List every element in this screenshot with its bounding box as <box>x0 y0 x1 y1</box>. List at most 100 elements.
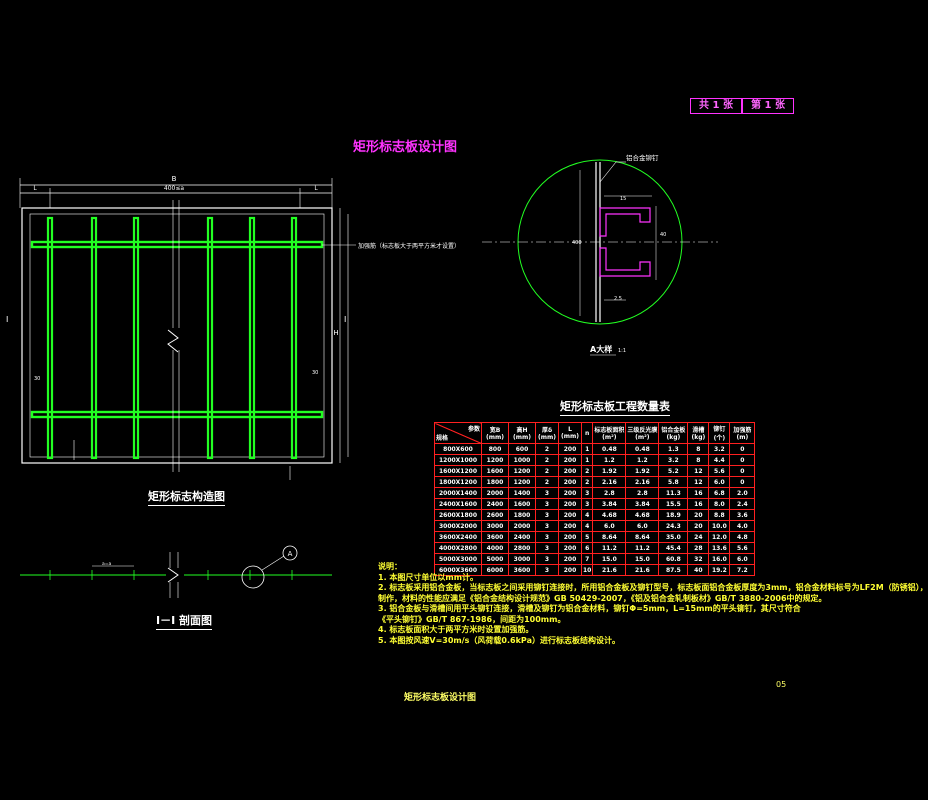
note-line-5: 《平头铆钉》GB/T 867-1986，间距为100mm。 <box>378 614 566 624</box>
table-cell: 5.6 <box>708 465 731 477</box>
table-cell: 35.0 <box>658 531 689 543</box>
table-cell: 200 <box>558 465 582 477</box>
table-cell: 2400X1600 <box>434 498 482 510</box>
table-cell: 200 <box>558 509 582 521</box>
panel-inner <box>29 213 325 458</box>
table-header-cell: 加强筋 (m) <box>729 422 756 444</box>
table-cell: 200 <box>558 487 582 499</box>
table-cell: 600 <box>508 443 536 455</box>
table-cell: 1400 <box>508 487 536 499</box>
section-dim: a=a <box>102 562 112 567</box>
note-line-2: 2. 标志板采用铝合金板，当标志板之间采用铆钉连接时，所用铝合金板及铆钉型号，标… <box>378 583 928 592</box>
table-cell: 200 <box>558 498 582 510</box>
table-cell: 2000X1400 <box>434 487 482 499</box>
table-cell: 0 <box>729 443 756 455</box>
detail-dim-bottom: 2.5 <box>614 296 622 302</box>
table-cell: 3.2 <box>658 454 689 466</box>
panel-outer <box>21 207 333 464</box>
table-cell: 2 <box>535 443 559 455</box>
table-header-cell: L (mm) <box>558 422 582 444</box>
detail-ref-label: A <box>288 550 293 558</box>
channel-top <box>599 207 651 237</box>
horizontal-stiffeners <box>30 240 324 419</box>
table-cell: 8 <box>687 454 710 466</box>
table-cell: 3.84 <box>592 498 627 510</box>
table-header-cell: 铆钉 (个) <box>708 422 731 444</box>
table-cell: 4000X2800 <box>434 542 482 554</box>
page-index-text: 第 1 张 <box>751 100 785 111</box>
table-cell: 1200 <box>508 465 536 477</box>
table-header-cell: 厚δ (mm) <box>535 422 559 444</box>
table-header-cell: n <box>580 422 594 444</box>
vertical-stiffeners <box>46 216 298 460</box>
table-cell: 1600X1200 <box>434 465 482 477</box>
v-stiffener-4 <box>206 216 214 460</box>
note-line-3: 制作，材料的性能应满足《铝合金结构设计规范》GB 50429-2007，《铝及铝… <box>378 593 827 603</box>
table-cell: 3.6 <box>729 509 756 521</box>
table-cell: 45.4 <box>658 542 689 554</box>
table-cell: 3 <box>535 531 559 543</box>
dim-inner-label: 400≤a <box>164 185 184 192</box>
note-line-1: 1. 本图尺寸单位以mm计。 <box>378 572 479 582</box>
table-cell: 4.4 <box>708 454 731 466</box>
detail-dim-mid: 40 <box>660 232 666 238</box>
table-cell: 4 <box>580 520 594 532</box>
table-cell: 1 <box>580 443 594 455</box>
table-cell: 800X600 <box>434 443 482 455</box>
footer-caption: 矩形标志板设计图 <box>403 693 476 703</box>
table-header-cell: 三级反光膜 (m²) <box>625 422 660 444</box>
total-pages-box: 共 1 张 <box>690 98 742 114</box>
table-cell: 8.64 <box>592 531 627 543</box>
table-cell: 1 <box>580 454 594 466</box>
table-cell: 2 <box>535 465 559 477</box>
table-cell: 200 <box>558 531 582 543</box>
table-cell: 200 <box>558 454 582 466</box>
table-cell: 6 <box>580 542 594 554</box>
table-cell: 0 <box>729 454 756 466</box>
section-view: a=a A <box>20 545 332 598</box>
table-cell: 2800 <box>508 542 536 554</box>
dim-L-right: L <box>314 185 318 192</box>
notes-block: 说明： 1. 本图尺寸单位以mm计。 2. 标志板采用铝合金板，当标志板之间采用… <box>378 562 928 646</box>
v-stiffener-6 <box>290 216 298 460</box>
table-cell: 3.84 <box>625 498 660 510</box>
table-cell: 1600 <box>481 465 509 477</box>
table-cell: 3600 <box>508 564 536 576</box>
table-cell: 4.68 <box>592 509 627 521</box>
table-cell: 1800 <box>508 509 536 521</box>
table-cell: 800 <box>481 443 509 455</box>
table-header-cell: 铝合金板 (kg) <box>658 422 689 444</box>
detail-ref-bubble <box>282 545 298 561</box>
table-cell: 2 <box>535 476 559 488</box>
table-cell: 6.0 <box>592 520 627 532</box>
table-cell: 2 <box>580 476 594 488</box>
drawing-canvas: B 400≤a L L H 30 30 <box>6 153 718 598</box>
table-cell: 8.8 <box>708 509 731 521</box>
page-index-box: 第 1 张 <box>742 98 794 114</box>
table-cell: 18.9 <box>658 509 689 521</box>
table-cell: 11.2 <box>625 542 660 554</box>
table-cell: 1200X1000 <box>434 454 482 466</box>
table-cell: 2.16 <box>625 476 660 488</box>
table-cell: 1.2 <box>592 454 627 466</box>
section-caption: I－I 剖面图 <box>156 612 213 630</box>
table-cell: 0 <box>729 476 756 488</box>
table-cell: 4000 <box>481 542 509 554</box>
table-cell: 3 <box>535 498 559 510</box>
table-cell: 1.2 <box>625 454 660 466</box>
page-number: 05 <box>776 680 787 689</box>
table-cell: 16 <box>687 487 710 499</box>
table-cell: 200 <box>558 542 582 554</box>
table-cell: 2000 <box>508 520 536 532</box>
table-header-cell: 标志板面积 (m²) <box>592 422 627 444</box>
rivet-label: 铝合金铆钉 <box>626 153 659 162</box>
table-cell: 11.3 <box>658 487 689 499</box>
table-header-cell: 宽B (mm) <box>481 422 509 444</box>
table-cell: 1800X1200 <box>434 476 482 488</box>
table-cell: 5.8 <box>658 476 689 488</box>
